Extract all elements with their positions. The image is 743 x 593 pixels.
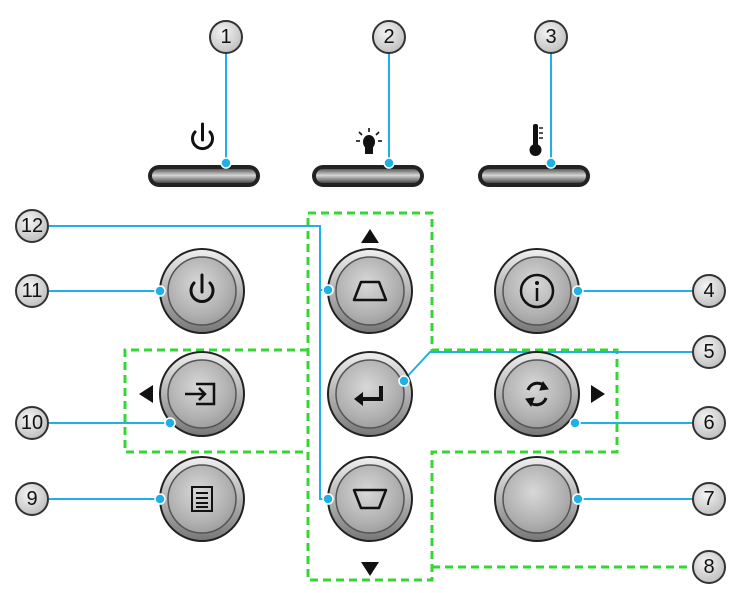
up-arrow-icon <box>361 229 379 243</box>
callout-3: 3 <box>534 20 568 54</box>
power-button[interactable] <box>159 248 245 334</box>
resync-icon <box>525 380 549 408</box>
blank-button[interactable] <box>494 456 580 542</box>
left-arrow-icon <box>139 385 153 403</box>
indicator-led-temp <box>478 165 590 187</box>
enter-button[interactable] <box>327 351 413 437</box>
keystone-up-icon <box>352 280 388 302</box>
svg-text:10: 10 <box>21 412 43 434</box>
keystone-down-icon <box>352 488 388 510</box>
svg-text:7: 7 <box>703 488 714 510</box>
dashed-regions <box>123 211 692 582</box>
dot-4 <box>572 285 584 297</box>
power-icon <box>191 122 214 151</box>
svg-text:8: 8 <box>703 556 714 578</box>
lamp-icon <box>356 128 382 154</box>
svg-text:11: 11 <box>22 280 43 302</box>
callout-10: 10 <box>15 406 49 440</box>
callout-6: 6 <box>692 406 726 440</box>
dot-11 <box>154 285 166 297</box>
callout-7: 7 <box>692 482 726 516</box>
power-icon <box>189 273 215 303</box>
source-icon <box>185 382 216 406</box>
info-icon <box>519 273 555 309</box>
keystone-up-button[interactable] <box>327 248 413 334</box>
enter-icon <box>354 386 383 406</box>
callout-5: 5 <box>692 335 726 369</box>
dot-1 <box>220 157 232 169</box>
callout-2: 2 <box>372 20 406 54</box>
callout-4: 4 <box>692 274 726 308</box>
svg-text:2: 2 <box>383 26 394 48</box>
resync-button[interactable] <box>494 351 580 437</box>
svg-text:1: 1 <box>220 26 231 48</box>
thermometer-icon <box>529 124 543 156</box>
dpad-region-outline <box>306 211 619 582</box>
keystone-down-button[interactable] <box>327 456 413 542</box>
menu-button[interactable] <box>159 456 245 542</box>
right-arrow-icon <box>591 385 605 403</box>
svg-text:4: 4 <box>703 280 714 302</box>
dot-9 <box>154 493 166 505</box>
dot-6 <box>569 417 581 429</box>
svg-text:12: 12 <box>21 215 43 237</box>
callout-11: 11 <box>15 274 49 308</box>
dot-2 <box>383 157 395 169</box>
svg-text:3: 3 <box>545 26 556 48</box>
indicator-led-power <box>148 165 260 187</box>
indicator-led-lamp <box>312 165 424 187</box>
dot-7 <box>572 493 584 505</box>
svg-text:9: 9 <box>26 488 37 510</box>
callout-12: 12 <box>15 209 49 243</box>
leader-dots <box>154 157 584 505</box>
callout-1: 1 <box>209 20 243 54</box>
info-button[interactable] <box>494 248 580 334</box>
dot-10 <box>164 417 176 429</box>
svg-text:6: 6 <box>703 412 714 434</box>
callout-8: 8 <box>692 550 726 584</box>
dot-12b <box>322 493 334 505</box>
down-arrow-icon <box>361 562 379 576</box>
left-region-outline <box>123 348 308 454</box>
dot-3 <box>545 157 557 169</box>
callout-9: 9 <box>15 482 49 516</box>
leader-5 <box>403 351 692 381</box>
dot-5 <box>398 375 410 387</box>
source-button[interactable] <box>159 351 245 437</box>
svg-text:5: 5 <box>703 341 714 363</box>
callout-badges: 1 2 3 4 5 6 7 8 <box>15 20 726 584</box>
menu-icon <box>191 486 213 512</box>
dot-12a <box>322 284 334 296</box>
